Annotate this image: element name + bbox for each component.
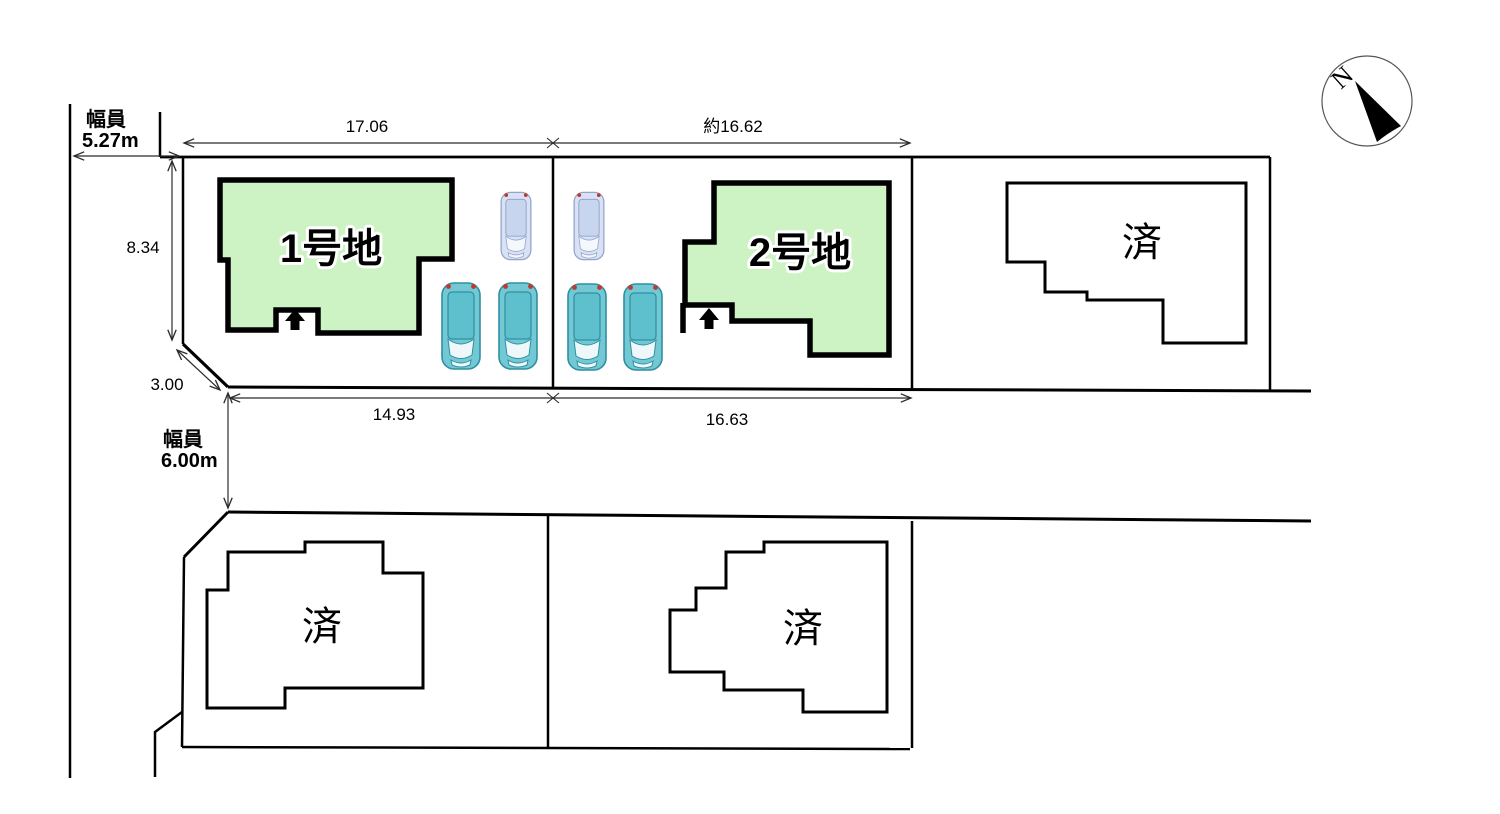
sold-label-top-right: 済 [1122, 221, 1162, 265]
dim-break-bottom [546, 392, 560, 404]
lot2-building [682, 180, 892, 358]
bottom-block-west-boundary [180, 556, 186, 748]
for-sale-buildings [217, 177, 892, 358]
car-teal-icon [442, 283, 480, 369]
lot1-name-label: 1号地 [280, 227, 382, 271]
car-teal-icon [499, 283, 537, 369]
car-blue-icon [501, 192, 531, 260]
labels: 幅員 5.27m 幅員 6.00m 17.06 約16.62 8.34 3.00… [82, 108, 1162, 651]
sold-label-bottom-middle: 済 [783, 607, 823, 651]
road-front-name-label: 幅員 [163, 428, 203, 451]
compass-circle [1321, 55, 1413, 147]
car-teal-icon [624, 284, 662, 370]
bottom-block-south-boundary [181, 745, 911, 751]
lot1-building [217, 177, 455, 336]
sold-building-top-right [1005, 181, 1248, 345]
road-lower-edge [227, 510, 1312, 523]
compass-needle-icon [1355, 81, 1401, 142]
lot1-corner-chamfer [181, 342, 230, 389]
dim-value-lot2-road: 16.63 [706, 410, 749, 429]
lot2-name-label: 2号地 [749, 231, 851, 275]
dim-value-lot2-top: 約16.62 [703, 117, 763, 136]
compass: N [1321, 55, 1413, 147]
lot2-entry-arrow-icon [699, 308, 719, 329]
sold-building-bottom-left [205, 540, 425, 710]
dim-line-chamfer [175, 348, 222, 392]
road-left-name-label: 幅員 [86, 108, 126, 131]
dim-value-lot1-road: 14.93 [373, 405, 416, 424]
dim-break-top [546, 137, 560, 149]
sold-buildings [205, 181, 1248, 714]
road-front-width-label: 6.00m [161, 450, 218, 472]
southwest-fork-line [153, 710, 183, 777]
bottom-block-chamfer [182, 510, 230, 559]
sold-building-bottom-middle [668, 540, 889, 714]
north-label: N [1326, 60, 1360, 94]
dimension-lines [72, 137, 913, 510]
dim-value-chamfer: 3.00 [150, 375, 183, 394]
dim-value-lot1-top: 17.06 [346, 117, 389, 136]
car-blue-icon [574, 192, 604, 260]
sold-label-bottom-left: 済 [302, 605, 342, 649]
parcel-boundaries [68, 104, 1312, 778]
lot1-entry-arrow-icon [285, 309, 305, 330]
dim-value-lot1-depth: 8.34 [126, 238, 159, 257]
road-upper-edge [227, 385, 1312, 393]
road-left-width-label: 5.27m [82, 130, 139, 152]
car-teal-icon [568, 284, 606, 370]
